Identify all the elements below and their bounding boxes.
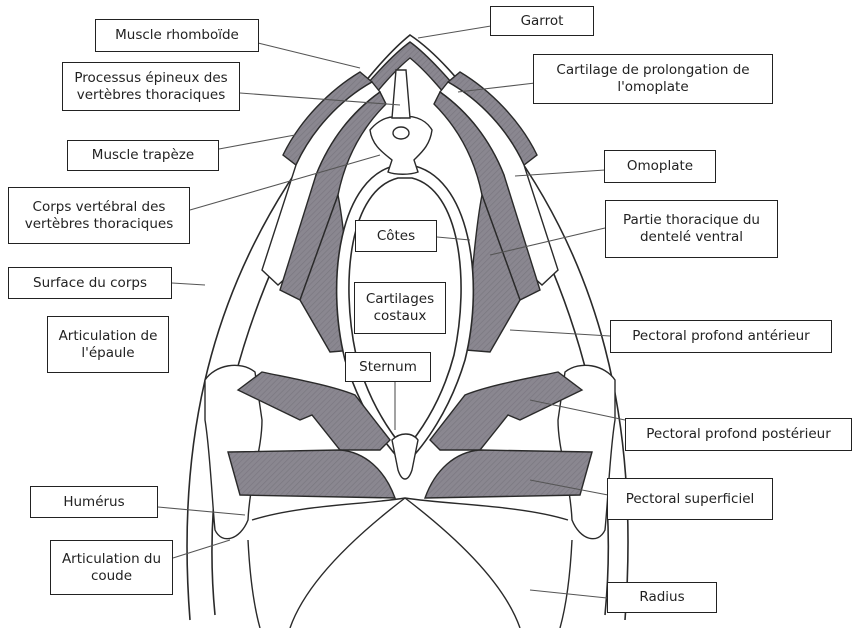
sternum-bone [392,434,418,479]
label-surface-corps: Surface du corps [8,267,172,299]
label-partie-thoracique: Partie thoracique du dentelé ventral [605,200,778,258]
label-articulation-coude: Articulation du coude [50,540,173,595]
forelimb-outline [248,498,572,628]
label-radius: Radius [607,582,717,613]
label-cartilages-costaux: Cartilages costaux [354,282,446,334]
label-pectoral-profond-posterieur: Pectoral profond postérieur [625,418,852,451]
label-pectoral-profond-anterieur: Pectoral profond antérieur [610,320,832,353]
label-muscle-rhomboide: Muscle rhomboïde [95,19,259,52]
label-cotes: Côtes [355,220,437,252]
label-cartilage-omoplate: Cartilage de prolongation de l'omoplate [533,54,773,104]
label-omoplate: Omoplate [604,150,716,183]
label-garrot: Garrot [490,6,594,36]
label-pectoral-superficiel: Pectoral superficiel [607,478,773,520]
label-sternum: Sternum [345,352,431,382]
label-humerus: Humérus [30,486,158,518]
label-muscle-trapeze: Muscle trapèze [67,140,219,171]
label-processus-epineux: Processus épineux des vertèbres thoraciq… [62,62,240,111]
label-corps-vertebral: Corps vertébral des vertèbres thoracique… [8,187,190,244]
label-articulation-epaule: Articulation de l'épaule [47,316,169,373]
